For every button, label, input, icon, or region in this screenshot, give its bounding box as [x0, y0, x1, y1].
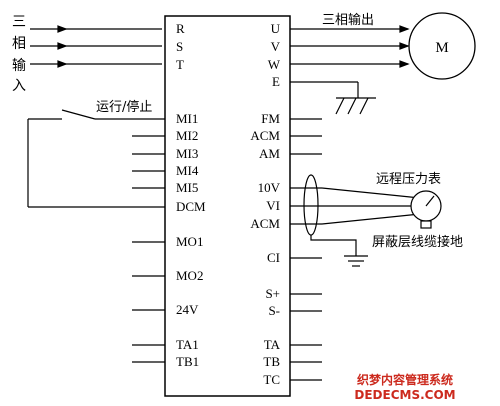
terminal-mo1: MO1 [176, 234, 203, 249]
terminal-mi3: MI3 [176, 146, 198, 161]
terminal-tb: TB [263, 354, 280, 369]
switch-blade [61, 109, 96, 120]
wire-acm-run [321, 213, 421, 225]
terminal-fm: FM [261, 111, 280, 126]
terminal-t: T [176, 57, 184, 72]
arrow-icon [399, 25, 410, 33]
terminal-mi2: MI2 [176, 128, 198, 143]
output-lines [290, 25, 410, 68]
watermark-line2: DEDECMS.COM [354, 388, 455, 402]
terminal-mi4: MI4 [176, 163, 199, 178]
terminal-e: E [272, 74, 280, 89]
terminal-ta1: TA1 [176, 337, 199, 352]
three-phase-input-char: 入 [12, 78, 26, 94]
three-phase-input-char: 三 [12, 14, 26, 30]
gauge-stem [420, 220, 432, 229]
run-stop-switch [27, 109, 165, 208]
ground-hatch [335, 97, 345, 115]
left-terminal-labels: R S T MI1 MI2 MI3 MI4 MI5 DCM MO1 MO2 24… [176, 21, 206, 369]
three-phase-input-char: 输 [12, 58, 26, 74]
ground-hatch [347, 97, 357, 115]
terminal-ci: CI [267, 250, 280, 265]
arrow-icon [57, 25, 68, 33]
motor-label: M [435, 40, 448, 56]
gauge-needle [425, 195, 435, 207]
shield-ground-label: 屏蔽层线缆接地 [372, 234, 463, 250]
terminal-acm-2: ACM [250, 216, 280, 231]
terminal-mi5: MI5 [176, 180, 198, 195]
arrow-icon [399, 60, 410, 68]
input-lines [30, 25, 162, 68]
terminal-s-plus: S+ [265, 286, 280, 301]
terminal-s: S [176, 39, 183, 54]
three-phase-output-label: 三相输出 [322, 12, 374, 28]
motor-icon [408, 12, 476, 80]
terminal-dcm: DCM [176, 199, 206, 214]
arrow-icon [57, 42, 68, 50]
shield-sleeve [303, 174, 319, 236]
terminal-r: R [176, 21, 185, 36]
shield-drain-wire [310, 235, 357, 256]
arrow-icon [399, 42, 410, 50]
pressure-gauge-icon [410, 190, 442, 229]
ground-hatch [359, 97, 369, 115]
watermark-line1: 织梦内容管理系统 [357, 372, 453, 387]
terminal-v: V [271, 39, 281, 54]
terminal-u: U [271, 21, 281, 36]
terminal-tc: TC [263, 372, 280, 387]
wire-10v-run [321, 187, 421, 199]
shielded-cable [290, 174, 421, 267]
terminal-10v: 10V [258, 180, 281, 195]
run-stop-label: 运行/停止 [96, 99, 152, 115]
terminal-s-minus: S- [268, 303, 280, 318]
left-stub-wires [132, 135, 165, 363]
terminal-mo2: MO2 [176, 268, 203, 283]
terminal-mi1: MI1 [176, 111, 198, 126]
arrow-icon [57, 60, 68, 68]
terminal-w: W [268, 57, 281, 72]
terminal-acm-1: ACM [250, 128, 280, 143]
three-phase-input-char: 相 [12, 36, 26, 52]
terminal-vi: VI [266, 198, 280, 213]
right-terminal-labels: U V W E FM ACM AM 10V VI ACM CI S+ S- TA… [250, 21, 280, 387]
right-stub-wires [290, 118, 322, 381]
terminal-tb1: TB1 [176, 354, 199, 369]
earth-ground [290, 81, 376, 115]
remote-gauge-label: 远程压力表 [376, 172, 441, 187]
terminal-am: AM [259, 146, 280, 161]
terminal-ta: TA [264, 337, 281, 352]
terminal-24v: 24V [176, 302, 199, 317]
